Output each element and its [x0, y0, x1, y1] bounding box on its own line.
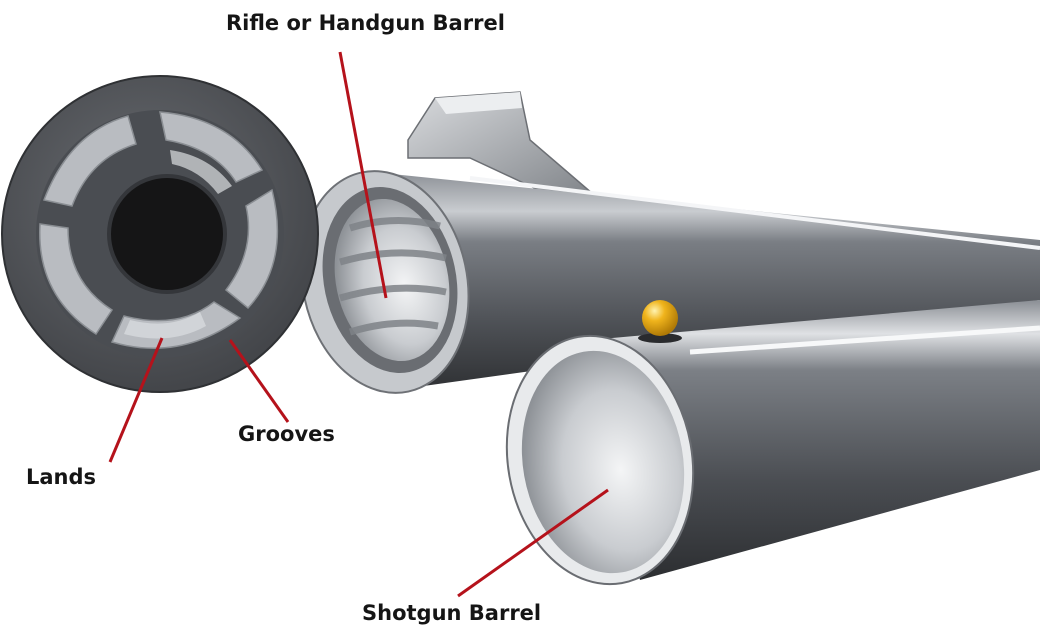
- rifling-cross-section: [1, 75, 319, 393]
- leader-rifle-barrel: [338, 51, 388, 299]
- leader-lands: [108, 337, 164, 463]
- label-grooves: Grooves: [238, 422, 335, 446]
- label-lands: Lands: [26, 465, 97, 489]
- leader-lines: [108, 51, 609, 598]
- label-rifle-handgun-barrel: Rifle or Handgun Barrel: [226, 11, 505, 35]
- bead-sight-icon: [642, 300, 678, 336]
- leader-grooves: [228, 339, 290, 423]
- shotgun-barrel: [505, 300, 1040, 586]
- rifle-barrel: [300, 91, 1040, 394]
- label-shotgun-barrel: Shotgun Barrel: [362, 601, 542, 625]
- leader-shotgun-barrel: [457, 488, 609, 598]
